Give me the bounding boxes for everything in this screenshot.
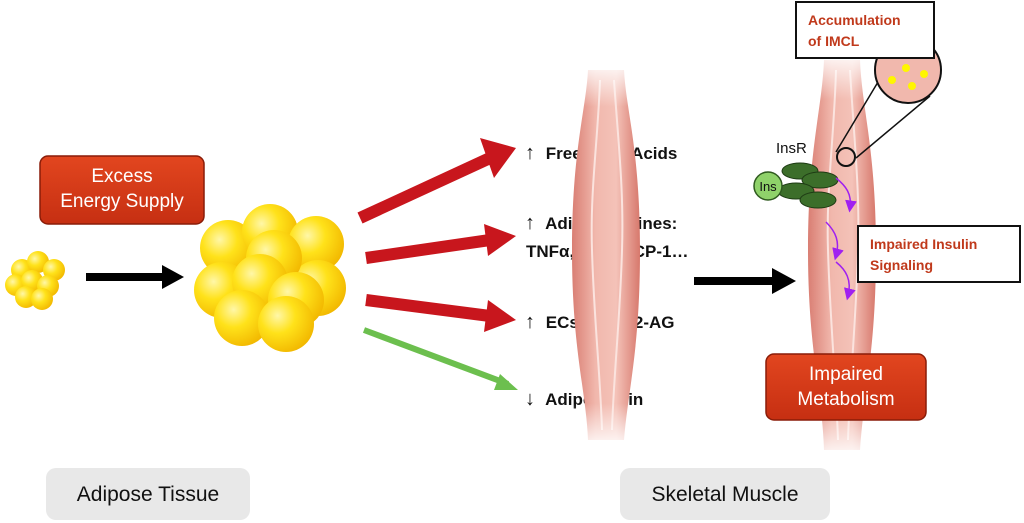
imcl-box: Accumulation of IMCL [795, 1, 935, 59]
excess-energy-line2: Energy Supply [60, 191, 184, 212]
lipid-droplet [908, 82, 916, 90]
imcl-line2: of IMCL [808, 33, 860, 49]
small-fat-cluster [5, 251, 65, 310]
imcl-line1: Accumulation [808, 12, 901, 28]
growth-arrow [86, 265, 184, 289]
skeletal-muscle-left [560, 60, 650, 450]
adipose-tissue-label-box: Adipose Tissue [46, 468, 250, 520]
insulin-receptor: Ins [753, 162, 839, 209]
impaired-metabolism-line2: Metabolism [797, 389, 894, 410]
impaired-signaling-box: Impaired Insulin Signaling [857, 225, 1021, 283]
large-fat-cluster [194, 204, 346, 352]
ins-label: Ins [759, 179, 777, 194]
insulin-molecule [753, 171, 783, 201]
excess-energy-line1: Excess [91, 166, 152, 187]
adipose-tissue-label: Adipose Tissue [77, 483, 219, 506]
insr-label: InsR [776, 140, 807, 157]
lipid-droplet [888, 76, 896, 84]
signaling-arrows [825, 177, 857, 301]
factor-arrows [357, 138, 518, 390]
excess-energy-box: Excess Energy Supply [39, 155, 205, 225]
lipid-droplet [920, 70, 928, 78]
lipid-droplet [902, 64, 910, 72]
impaired-signaling-line2: Signaling [870, 257, 933, 273]
skeletal-muscle-label: Skeletal Muscle [651, 483, 798, 506]
progression-arrow [694, 268, 796, 294]
impaired-metabolism-box: Impaired Metabolism [765, 353, 927, 421]
impaired-metabolism-line1: Impaired [809, 364, 883, 385]
skeletal-muscle-label-box: Skeletal Muscle [620, 468, 830, 520]
impaired-signaling-line1: Impaired Insulin [870, 236, 977, 252]
